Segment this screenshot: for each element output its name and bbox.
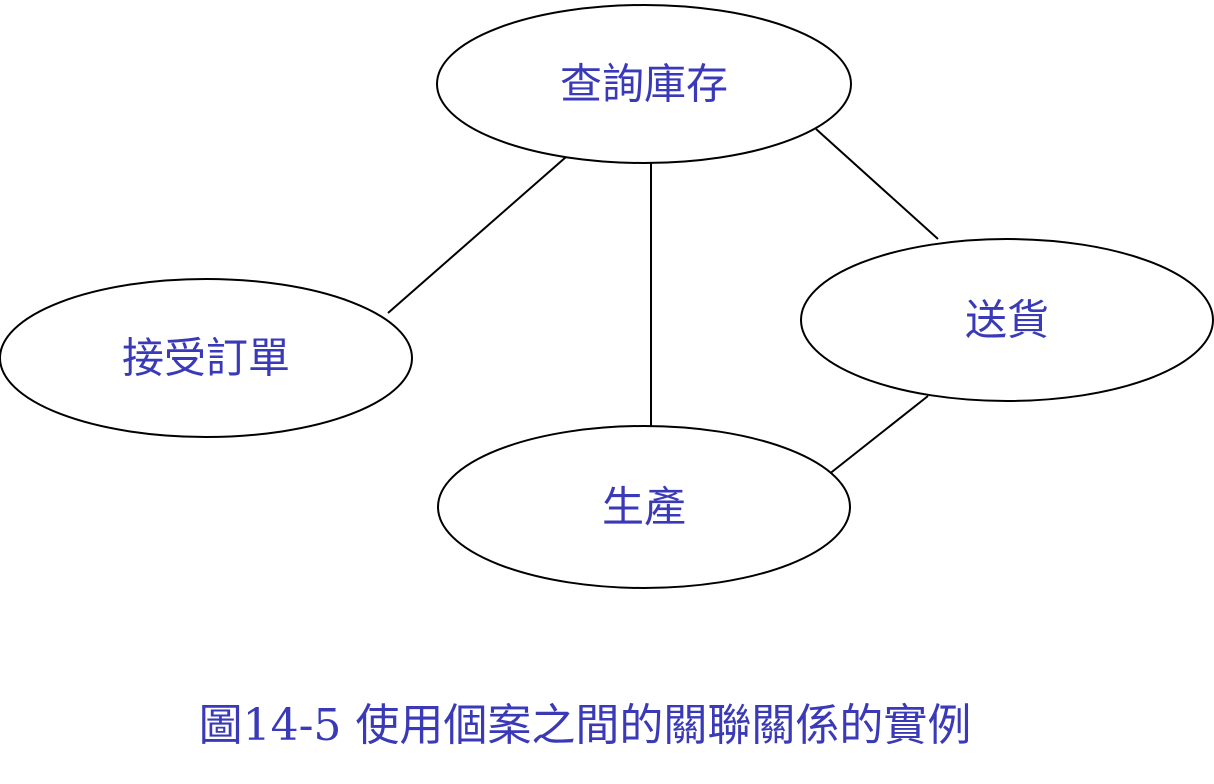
association-shipping-production — [827, 395, 929, 476]
use-case-inventory-label: 查詢庫存 — [560, 60, 728, 109]
use-case-production: 生產 — [437, 425, 851, 589]
use-case-inventory-shape — [436, 4, 852, 164]
use-case-shipping-label: 送貨 — [965, 296, 1049, 345]
use-case-order-shape — [0, 278, 413, 438]
use-case-shipping-shape — [800, 238, 1214, 402]
use-case-order-label: 接受訂單 — [122, 334, 290, 383]
association-inventory-shipping — [815, 128, 939, 240]
use-case-order: 接受訂單 — [0, 278, 413, 438]
use-case-production-shape — [437, 425, 851, 589]
use-case-inventory: 查詢庫存 — [436, 4, 852, 164]
use-case-production-label: 生產 — [602, 483, 686, 532]
figure-caption: 圖14-5 使用個案之間的關聯關係的實例 — [198, 700, 972, 751]
association-inventory-order — [387, 156, 567, 314]
use-case-shipping: 送貨 — [800, 238, 1214, 402]
